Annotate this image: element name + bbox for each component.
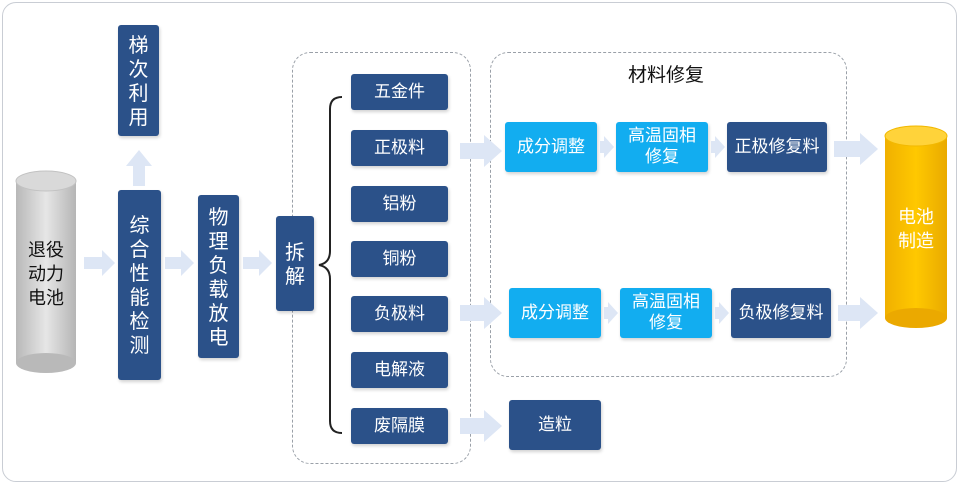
composition-adjust-box-2: 成分调整 — [509, 288, 601, 338]
composition-adjust-box-1: 成分调整 — [505, 122, 597, 172]
electrolyte-box: 电解液 — [351, 352, 448, 388]
retired-battery-label: 退役 动力 电池 — [28, 240, 64, 309]
arrow-battery-to-test — [84, 250, 115, 276]
arrow-anode-repaired-to-manufacturing — [838, 297, 878, 329]
retired-battery-cylinder — [15, 170, 77, 373]
physical-discharge-box: 物 理 负 载 放 电 — [198, 195, 239, 358]
dismantle-brace — [318, 96, 343, 434]
hardware-box: 五金件 — [351, 74, 448, 110]
material-repair-title: 材料修复 — [618, 60, 715, 87]
solid-phase-repair-box-1: 高温固相 修复 — [616, 122, 708, 172]
material-repair-group — [490, 52, 847, 377]
arrow-cathode-to-repair — [460, 135, 502, 167]
arrow-anode-to-repair — [460, 297, 502, 329]
cascade-use-box: 梯 次 利 用 — [118, 25, 159, 136]
battery-manufacturing-cylinder — [884, 125, 948, 328]
battery-manufacturing-label: 电池 制造 — [898, 207, 934, 252]
anode-repaired-box: 负极修复料 — [731, 288, 831, 338]
solid-phase-repair-box-2: 高温固相 修复 — [620, 288, 712, 338]
cathode-repaired-box: 正极修复料 — [727, 122, 827, 172]
arrow-test-to-discharge — [165, 250, 194, 276]
copper-powder-box: 铜粉 — [351, 241, 448, 277]
granulation-box: 造粒 — [509, 400, 601, 450]
anode-material-box: 负极料 — [351, 296, 448, 332]
waste-separator-box: 废隔膜 — [351, 408, 448, 444]
arrow-cathode-repaired-to-manufacturing — [834, 133, 878, 165]
arrow-discharge-to-dismantle — [243, 250, 272, 276]
arrow-test-to-cascade — [126, 150, 152, 186]
arrow-separator-to-granulation — [460, 410, 502, 442]
cathode-material-box: 正极料 — [351, 130, 448, 166]
arrow-adjust1-to-repair1 — [600, 136, 614, 158]
arrow-repair1-to-cathode-repaired — [711, 136, 725, 158]
arrow-adjust2-to-repair2 — [604, 302, 618, 324]
dismantle-box: 拆 解 — [276, 216, 314, 311]
arrow-repair2-to-anode-repaired — [715, 302, 729, 324]
aluminum-powder-box: 铝粉 — [351, 186, 448, 222]
comprehensive-test-box: 综 合 性 能 检 测 — [118, 190, 161, 380]
